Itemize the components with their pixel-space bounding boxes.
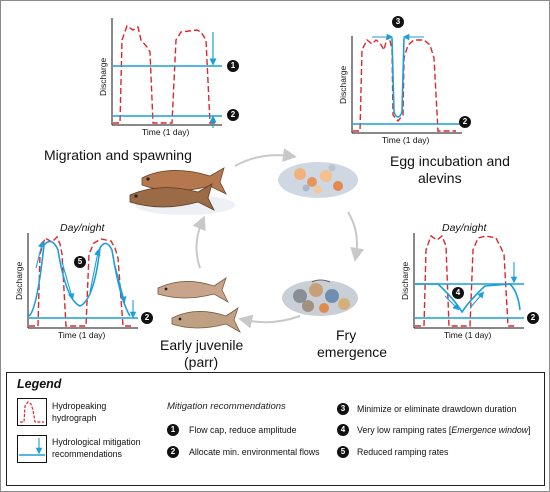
legend-title: Legend bbox=[17, 377, 62, 391]
stage-juvenile-label-1: Early juvenile bbox=[160, 337, 244, 353]
cycle-arrow-left bbox=[192, 215, 206, 269]
y-label-1: Discharge bbox=[98, 57, 108, 96]
legend-hydropeaking-line1: Hydropeaking bbox=[52, 401, 107, 411]
legend-item-4-text: Very low ramping rates [Emergence window… bbox=[357, 425, 531, 436]
x-label-3: Time (1 day) bbox=[58, 330, 106, 340]
legend-marker-4: 4 bbox=[337, 424, 349, 436]
legend-item-1-text: Flow cap, reduce amplitude bbox=[189, 425, 297, 435]
cycle-arrow-bottom bbox=[238, 314, 301, 329]
ramp-arrow-c bbox=[89, 248, 101, 293]
ramp-arrow-b bbox=[61, 261, 75, 301]
stage-fry-label-2: emergence bbox=[317, 344, 388, 360]
hydrograph-2 bbox=[353, 34, 456, 132]
legend-item-5-text: Reduced ramping rates bbox=[357, 447, 449, 457]
hydrograph-3 bbox=[29, 235, 132, 327]
panel-migration bbox=[111, 18, 222, 128]
stage-egg-label-2: alevins bbox=[418, 170, 462, 186]
y-label-3: Discharge bbox=[14, 261, 24, 300]
fry-illustration bbox=[282, 279, 358, 316]
legend-marker-1: 1 bbox=[167, 424, 179, 436]
legend-item-2-text: Allocate min. environmental flows bbox=[189, 447, 320, 457]
cycle-arrow-right bbox=[347, 211, 365, 262]
hydrograph-1 bbox=[113, 24, 218, 124]
ramp-arrow-e bbox=[444, 295, 460, 311]
legend-mitigation-line2: recommendations bbox=[52, 449, 122, 459]
stage-juvenile-label-2: (parr) bbox=[184, 354, 219, 370]
spawning-fish-illustration bbox=[129, 167, 235, 215]
legend-mitigation-header: Mitigation recommendations bbox=[167, 401, 286, 412]
legend-item-3-text: Minimize or eliminate drawdown duration bbox=[357, 404, 517, 414]
emergence-curve-4 bbox=[415, 283, 521, 314]
panel-juvenile bbox=[27, 233, 138, 329]
hydrograph-4 bbox=[415, 234, 517, 327]
legend-hydropeaking-line2: hydrograph bbox=[52, 413, 97, 423]
marker-5-juvenile: 5 bbox=[74, 256, 86, 268]
panel-fry bbox=[413, 233, 524, 329]
marker-4-fry: 4 bbox=[452, 287, 464, 299]
ramp-arrow-a bbox=[35, 240, 45, 269]
cycle-arrow-top bbox=[234, 148, 297, 167]
marker-3-egg: 3 bbox=[392, 16, 404, 28]
marker-2-fry: 2 bbox=[527, 312, 539, 324]
marker-2-migration: 2 bbox=[227, 109, 239, 121]
egg-illustration bbox=[278, 162, 358, 198]
daynight-label-fry: Day/night bbox=[442, 222, 487, 234]
mitigation-swatch bbox=[17, 435, 47, 463]
legend-marker-2: 2 bbox=[167, 446, 179, 458]
x-label-2: Time (1 day) bbox=[382, 135, 430, 145]
drawdown-curve-2 bbox=[391, 37, 405, 118]
ramping-curve-3 bbox=[28, 240, 131, 317]
marker-2-juvenile: 2 bbox=[141, 312, 153, 324]
daynight-label-juvenile: Day/night bbox=[60, 222, 105, 234]
y-label-2: Discharge bbox=[338, 65, 348, 104]
x-label-1: Time (1 day) bbox=[142, 127, 190, 137]
stage-egg-label-1: Egg incubation and bbox=[390, 153, 510, 169]
y-label-4: Discharge bbox=[400, 261, 410, 300]
stage-migration-label: Migration and spawning bbox=[44, 147, 192, 163]
life-cycle-arrows bbox=[192, 148, 365, 329]
legend-item-4-after: ] bbox=[528, 425, 531, 435]
x-label-4: Time (1 day) bbox=[444, 330, 492, 340]
legend-box: Legend Hydropeaking hydrograph Hydrologi… bbox=[6, 372, 545, 486]
legend-marker-3: 3 bbox=[337, 403, 349, 415]
marker-1-migration: 1 bbox=[227, 60, 239, 72]
legend-item-4-main: Very low ramping rates [ bbox=[357, 425, 452, 435]
legend-item-4-italic: Emergence window bbox=[451, 425, 529, 435]
hydropeaking-swatch bbox=[17, 398, 47, 426]
panel-egg bbox=[351, 33, 462, 134]
parr-fish-illustration bbox=[157, 277, 241, 334]
legend-mitigation-line1: Hydrological mitigation bbox=[52, 437, 141, 447]
marker-2-egg: 2 bbox=[459, 116, 471, 128]
ramp-arrow-d bbox=[113, 261, 127, 304]
legend-marker-5: 5 bbox=[337, 446, 349, 458]
stage-fry-label-1: Fry bbox=[336, 327, 357, 343]
ramp-arrow-f bbox=[469, 291, 485, 309]
